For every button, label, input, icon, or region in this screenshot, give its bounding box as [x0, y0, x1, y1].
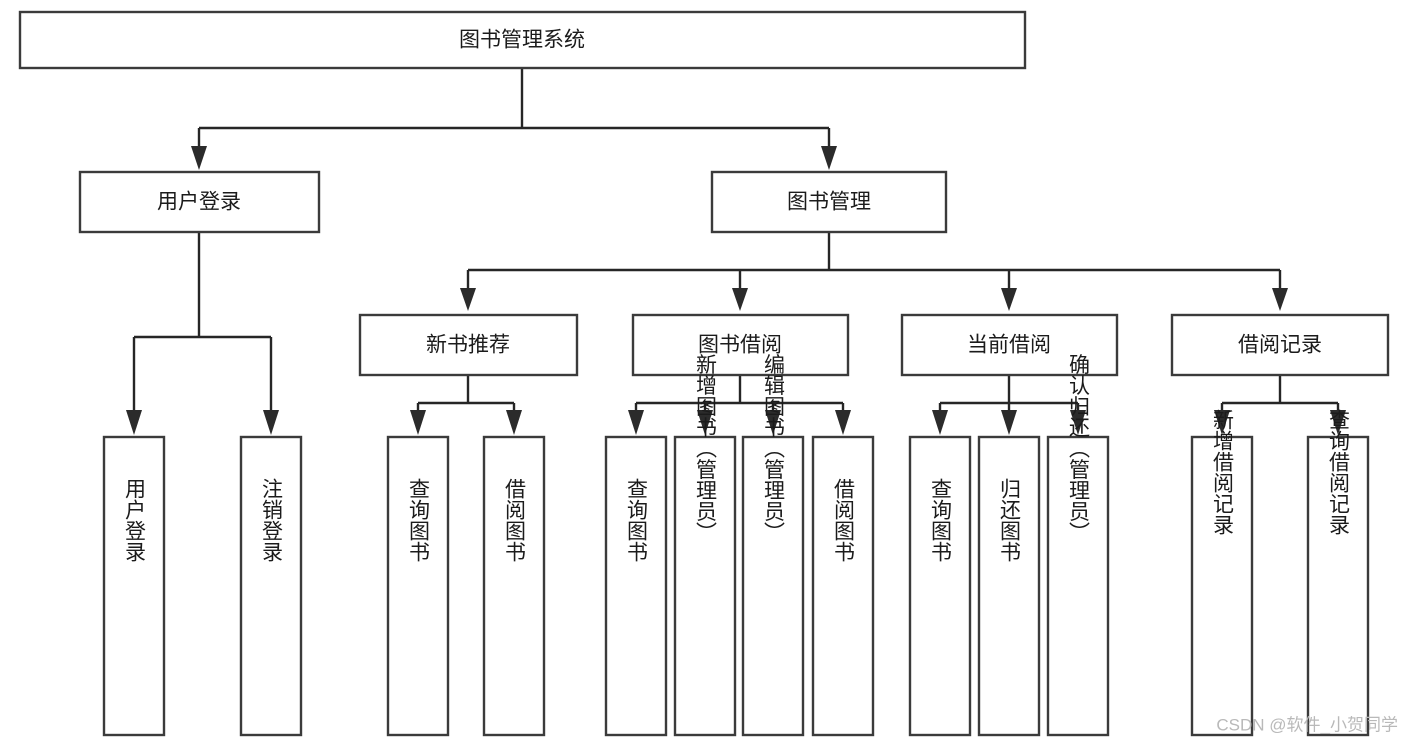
arrow-head-icon — [821, 146, 837, 170]
connector-group-currentborrow-to-leaves — [932, 375, 1086, 435]
arrow-head-icon — [1001, 288, 1017, 311]
node-label: 注销登录 — [260, 478, 284, 562]
node-box — [811, 435, 875, 737]
node-leaf-currentborrow-return-book[interactable]: 归还图书 — [977, 435, 1041, 737]
node-box — [631, 313, 850, 377]
arrow-head-icon — [410, 410, 426, 435]
node-user-login[interactable]: 用户登录 — [78, 170, 321, 234]
node-leaf-newbook-borrow-book[interactable]: 借阅图书 — [482, 435, 546, 737]
arrow-head-icon — [697, 410, 713, 435]
node-box — [18, 10, 1027, 70]
node-label: 查询借阅记录 — [1327, 409, 1351, 535]
node-label: 图书借阅 — [698, 334, 782, 357]
node-box — [741, 435, 805, 737]
node-label: 新增借阅记录 — [1211, 409, 1235, 535]
node-borrow-record[interactable]: 借阅记录 — [1170, 313, 1390, 377]
arrow-head-icon — [1272, 288, 1288, 311]
node-new-book-recommend[interactable]: 新书推荐 — [358, 313, 579, 377]
node-label: 借阅记录 — [1238, 334, 1322, 357]
node-box — [673, 435, 737, 737]
node-label: 借阅图书 — [503, 478, 527, 562]
arrow-head-icon — [1330, 410, 1346, 435]
node-label: 当前借阅 — [967, 334, 1051, 357]
node-leaf-bookborrow-add-book[interactable]: 新增图书（管理员） — [673, 354, 737, 737]
node-leaf-bookborrow-borrow-book[interactable]: 借阅图书 — [811, 435, 875, 737]
arrow-head-icon — [1001, 410, 1017, 435]
node-box — [358, 313, 579, 377]
node-label: 编辑图书（管理员） — [762, 354, 786, 543]
node-leaf-bookborrow-edit-book[interactable]: 编辑图书（管理员） — [741, 354, 805, 737]
arrow-head-icon — [765, 410, 781, 435]
arrow-head-icon — [460, 288, 476, 311]
node-label: 查询图书 — [407, 478, 431, 562]
arrow-head-icon — [835, 410, 851, 435]
node-label: 新书推荐 — [426, 334, 510, 357]
node-leaf-newbook-query-book[interactable]: 查询图书 — [386, 435, 450, 737]
arrow-head-icon — [1214, 410, 1230, 435]
node-label: 用户登录 — [123, 478, 147, 562]
node-box — [78, 170, 321, 234]
arrow-head-icon — [732, 288, 748, 311]
node-label: 图书管理 — [787, 191, 871, 214]
node-box — [482, 435, 546, 737]
node-label: 图书管理系统 — [459, 29, 585, 52]
node-label: 查询图书 — [625, 478, 649, 562]
node-box — [1190, 435, 1254, 737]
node-label: 归还图书 — [998, 478, 1022, 562]
node-label: 查询图书 — [929, 478, 953, 562]
node-box — [900, 313, 1119, 377]
node-leaf-user-login-logout[interactable]: 注销登录 — [239, 435, 303, 737]
node-book-management[interactable]: 图书管理 — [710, 170, 948, 234]
node-root-system[interactable]: 图书管理系统 — [18, 10, 1027, 70]
node-box — [710, 170, 948, 234]
node-label: 确认归还（管理员） — [1067, 354, 1091, 543]
connector-group-book-to-level3 — [460, 232, 1288, 311]
node-box — [604, 435, 668, 737]
node-leaf-currentborrow-confirm-return[interactable]: 确认归还（管理员） — [1046, 354, 1110, 737]
node-box — [239, 435, 303, 737]
node-box — [1170, 313, 1390, 377]
arrow-head-icon — [628, 410, 644, 435]
node-leaf-currentborrow-query-book[interactable]: 查询图书 — [908, 435, 972, 737]
arrow-head-icon — [126, 410, 142, 435]
arrow-head-icon — [263, 410, 279, 435]
node-leaf-user-login-login[interactable]: 用户登录 — [102, 435, 166, 737]
connector-group-userlogin-to-leaves — [126, 232, 279, 435]
node-box — [1046, 435, 1110, 737]
arrow-head-icon — [191, 146, 207, 170]
node-box — [386, 435, 450, 737]
node-leaf-borrowrecord-add-record[interactable]: 新增借阅记录 — [1190, 409, 1254, 737]
connector-group-bookborrow-to-leaves — [628, 375, 851, 435]
node-label: 用户登录 — [157, 191, 241, 214]
connector-group-borrowrecord-to-leaves — [1214, 375, 1346, 435]
node-label: 新增图书（管理员） — [694, 354, 718, 543]
arrow-head-icon — [1070, 410, 1086, 435]
node-book-borrow[interactable]: 图书借阅 — [631, 313, 850, 377]
arrow-head-icon — [506, 410, 522, 435]
node-leaf-borrowrecord-query-record[interactable]: 查询借阅记录 — [1306, 409, 1370, 737]
node-box — [977, 435, 1041, 737]
node-current-borrow[interactable]: 当前借阅 — [900, 313, 1119, 377]
arrow-head-icon — [932, 410, 948, 435]
csdn-watermark: CSDN @软件_小贺同学 — [1216, 715, 1398, 734]
connector-group-newbook-to-leaves — [410, 375, 522, 435]
node-leaf-bookborrow-query-book[interactable]: 查询图书 — [604, 435, 668, 737]
connector-group-root-to-level2 — [191, 68, 837, 170]
node-label: 借阅图书 — [832, 478, 856, 562]
node-box — [1306, 435, 1370, 737]
node-box — [908, 435, 972, 737]
node-box — [102, 435, 166, 737]
